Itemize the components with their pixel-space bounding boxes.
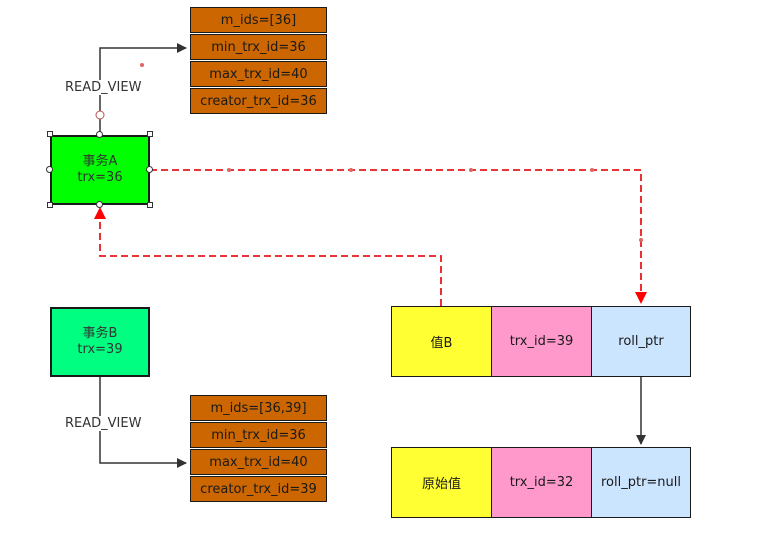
transaction-a-trx: trx=36 bbox=[77, 170, 123, 185]
selection-handle-left[interactable] bbox=[46, 166, 53, 173]
original-record-value: 原始值 bbox=[391, 447, 492, 518]
read-view-a-connector-handle[interactable] bbox=[95, 110, 105, 120]
dashed-waypoint bbox=[227, 168, 231, 172]
read-view-b-min-trx-id: min_trx_id=36 bbox=[190, 422, 327, 448]
read-view-a-creator-trx-id: creator_trx_id=36 bbox=[190, 88, 327, 114]
original-record-roll-ptr: roll_ptr=null bbox=[591, 447, 691, 518]
read-view-b-max-trx-id: max_trx_id=40 bbox=[190, 449, 327, 475]
read-view-a-max-trx-id: max_trx_id=40 bbox=[190, 61, 327, 87]
transaction-b-box[interactable]: 事务B trx=39 bbox=[50, 307, 150, 377]
selection-handle-tr[interactable] bbox=[147, 131, 153, 137]
selection-handle-bl[interactable] bbox=[47, 202, 53, 208]
read-view-b-m-ids: m_ids=[36,39] bbox=[190, 395, 327, 421]
dashed-waypoint bbox=[349, 168, 353, 172]
transaction-b-name: 事务B bbox=[82, 326, 118, 341]
dashed-arrow-value-to-a bbox=[94, 207, 442, 306]
read-view-b-label: READ_VIEW bbox=[63, 416, 144, 431]
selection-handle-br[interactable] bbox=[147, 202, 153, 208]
dashed-waypoint bbox=[639, 238, 643, 242]
transaction-a-box[interactable]: 事务A trx=36 bbox=[50, 135, 150, 205]
dashed-waypoint bbox=[590, 168, 594, 172]
dashed-arrow-a-to-roll-ptr bbox=[150, 169, 647, 304]
read-view-a-m-ids: m_ids=[36] bbox=[190, 7, 327, 33]
selection-handle-bottom[interactable] bbox=[96, 201, 103, 208]
read-view-a-connector bbox=[99, 43, 187, 135]
transaction-b-trx: trx=39 bbox=[77, 342, 123, 357]
original-record-trx-id: trx_id=32 bbox=[491, 447, 592, 518]
read-view-a-label: READ_VIEW bbox=[63, 80, 144, 95]
dashed-waypoint bbox=[469, 168, 473, 172]
transaction-a-name: 事务A bbox=[82, 154, 118, 169]
selection-handle-top[interactable] bbox=[96, 131, 103, 138]
current-record-trx-id: trx_id=39 bbox=[491, 306, 592, 377]
read-view-b-connector bbox=[99, 377, 187, 468]
selection-handle-tl[interactable] bbox=[47, 131, 53, 137]
read-view-a-midpoint bbox=[140, 63, 144, 67]
read-view-a-min-trx-id: min_trx_id=36 bbox=[190, 34, 327, 60]
current-record-value: 值B bbox=[391, 306, 492, 377]
read-view-b-creator-trx-id: creator_trx_id=39 bbox=[190, 476, 327, 502]
selection-handle-right[interactable] bbox=[146, 166, 153, 173]
current-record-roll-ptr: roll_ptr bbox=[591, 306, 691, 377]
